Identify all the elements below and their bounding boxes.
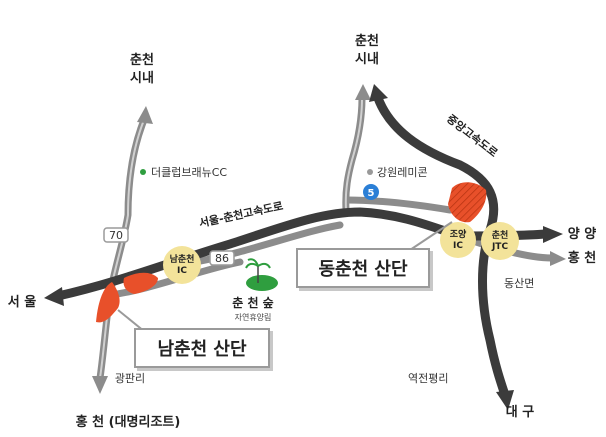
remicon-dot bbox=[367, 169, 373, 175]
svg-text:남춘천: 남춘천 bbox=[170, 253, 195, 265]
nam-complex-shape bbox=[123, 272, 158, 294]
hongcheon-right-label: 홍 천 bbox=[568, 250, 596, 266]
svg-text:IC: IC bbox=[453, 241, 463, 251]
seoul-chuncheon-expressway-label: 서울-춘천고속도로 bbox=[198, 198, 285, 229]
dongsan-myeon-label: 동산면 bbox=[504, 277, 534, 290]
remicon-label: 강원레미콘 bbox=[377, 166, 428, 179]
arrow-down-icon bbox=[92, 376, 108, 394]
seoul-label: 서 울 bbox=[8, 294, 36, 310]
namchuncheon-ic-badge: 남춘천 IC bbox=[163, 246, 201, 284]
svg-text:IC: IC bbox=[177, 266, 187, 276]
forest-icon bbox=[246, 275, 278, 291]
jungang-expressway-label: 중앙고속도로 bbox=[444, 112, 500, 160]
nam-complex-shape bbox=[96, 282, 120, 323]
chuncheon-city-label: 시내 bbox=[130, 70, 154, 86]
yangyang-label: 양 양 bbox=[568, 227, 596, 242]
joyang-ic-badge: 조양 IC bbox=[440, 222, 476, 258]
svg-text:5: 5 bbox=[368, 188, 375, 199]
arrow-down-icon bbox=[496, 390, 514, 410]
gwangpan-ri-label: 광판리 bbox=[115, 372, 145, 385]
road-5 bbox=[342, 196, 454, 214]
golf-club-dot bbox=[140, 169, 146, 175]
yeokjeonpyeong-ri-label: 역전평리 bbox=[408, 372, 448, 385]
nam-complex-label: 남춘천 산단 bbox=[157, 339, 247, 360]
chuncheon-city-top-label: 시내 bbox=[355, 51, 379, 67]
svg-text:춘천: 춘천 bbox=[492, 229, 509, 241]
dong-complex-sign: 동춘천 산단 bbox=[296, 248, 430, 288]
chuncheon-city-label: 춘천 bbox=[130, 53, 154, 68]
arrow-up-icon bbox=[369, 84, 388, 102]
arrow-left-icon bbox=[44, 287, 64, 306]
arrow-up-icon bbox=[355, 84, 371, 100]
chuncheon-jtc-badge: 춘천 JTC bbox=[481, 222, 519, 260]
route-70-badge: 70 bbox=[103, 227, 129, 243]
svg-text:JTC: JTC bbox=[491, 242, 508, 252]
forest-sub-label: 자연휴양림 bbox=[235, 312, 272, 322]
svg-text:조양: 조양 bbox=[450, 228, 467, 240]
route-5-badge: 5 bbox=[363, 184, 379, 200]
forest-label: 춘 천 숲 bbox=[232, 295, 273, 310]
daegu-label: 대 구 bbox=[506, 405, 534, 420]
golf-club-label: 더클럽브래뉴CC bbox=[151, 165, 227, 179]
dong-complex-shape bbox=[448, 182, 487, 223]
hongcheon-bottom-label: 홍 천 (대명리조트) bbox=[76, 414, 181, 430]
chuncheon-city-top-label: 춘천 bbox=[355, 34, 379, 49]
arrow-right-icon bbox=[550, 251, 566, 266]
route-86-badge: 86 bbox=[209, 250, 235, 266]
svg-text:70: 70 bbox=[109, 229, 123, 242]
arrow-up-icon bbox=[137, 106, 153, 124]
svg-text:86: 86 bbox=[215, 252, 229, 265]
arrow-right-icon bbox=[543, 226, 563, 243]
nam-complex-sign: 남춘천 산단 bbox=[134, 328, 270, 368]
dong-complex-label: 동춘천 산단 bbox=[318, 259, 408, 280]
